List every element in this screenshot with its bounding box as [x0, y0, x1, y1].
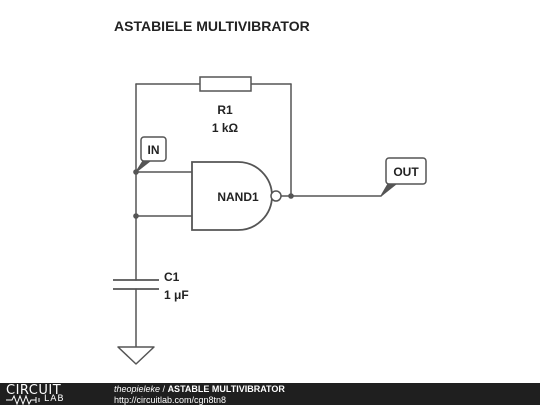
gate-ref-label: NAND1	[217, 190, 259, 204]
footer-bar: CIRCUIT LAB theopieleke / ASTABLE MULTIV…	[0, 383, 540, 405]
capacitor-c1	[113, 279, 159, 290]
circuitlab-logo[interactable]: CIRCUIT LAB	[6, 383, 98, 405]
input-tag-label: IN	[148, 143, 160, 157]
input-tag: IN	[135, 136, 167, 173]
capacitor-ref-label: C1	[164, 270, 180, 284]
junction-dot	[133, 213, 139, 219]
credit-line: theopieleke / ASTABLE MULTIVIBRATOR	[114, 384, 285, 394]
logo-text-top: CIRCUIT	[6, 383, 62, 398]
circuit-url-link[interactable]: http://circuitlab.com/cgn8tn8	[114, 395, 227, 405]
logo-wave-icon	[6, 395, 40, 405]
resistor-ref-label: R1	[217, 103, 233, 117]
output-tag-label: OUT	[393, 165, 419, 179]
junction-dot	[288, 193, 294, 199]
output-tag: OUT	[380, 157, 427, 197]
author-link[interactable]: theopieleke	[114, 384, 161, 394]
ground-symbol	[117, 346, 155, 365]
nand-inverter-bubble	[270, 190, 282, 202]
page-title: ASTABIELE MULTIVIBRATOR	[114, 18, 310, 34]
resistor-r1	[199, 76, 252, 92]
logo-text-bottom: LAB	[44, 394, 65, 404]
capacitor-value-label: 1 μF	[164, 288, 189, 302]
circuit-title-link[interactable]: ASTABLE MULTIVIBRATOR	[167, 384, 285, 394]
credit-separator: /	[160, 384, 168, 394]
resistor-value-label: 1 kΩ	[212, 121, 239, 135]
